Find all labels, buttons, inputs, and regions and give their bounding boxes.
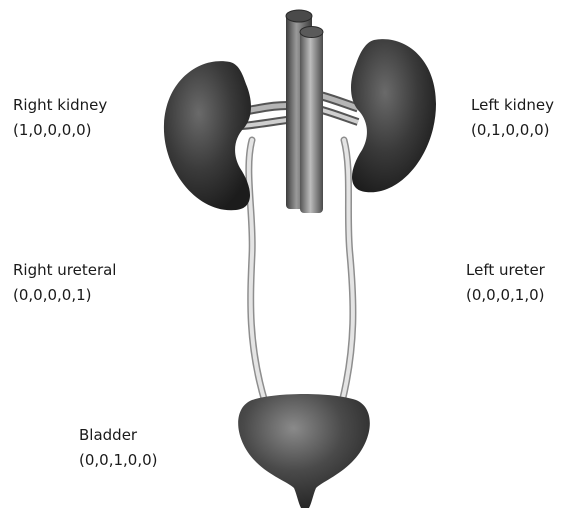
left-kidney-label: Left kidney (0,1,0,0,0): [471, 93, 554, 143]
left-kidney-code: (0,1,0,0,0): [471, 118, 554, 143]
left-renal-vessels: [322, 96, 358, 122]
bladder-code: (0,0,1,0,0): [79, 448, 158, 473]
right-ureter: [249, 140, 265, 402]
right-ureter-code: (0,0,0,0,1): [13, 283, 116, 308]
aorta: [300, 27, 323, 214]
bladder: [238, 394, 370, 508]
right-kidney-code: (1,0,0,0,0): [13, 118, 107, 143]
left-ureter: [342, 140, 353, 402]
bladder-name: Bladder: [79, 423, 158, 448]
left-ureter-code: (0,0,0,1,0): [466, 283, 545, 308]
bladder-label: Bladder (0,0,1,0,0): [79, 423, 158, 473]
right-ureter-label: Right ureteral (0,0,0,0,1): [13, 258, 116, 308]
left-kidney-name: Left kidney: [471, 93, 554, 118]
left-kidney: [351, 39, 436, 192]
right-kidney-name: Right kidney: [13, 93, 107, 118]
right-kidney: [164, 61, 251, 210]
left-ureter-name: Left ureter: [466, 258, 545, 283]
right-ureter-name: Right ureteral: [13, 258, 116, 283]
right-kidney-label: Right kidney (1,0,0,0,0): [13, 93, 107, 143]
left-ureter-label: Left ureter (0,0,0,1,0): [466, 258, 545, 308]
